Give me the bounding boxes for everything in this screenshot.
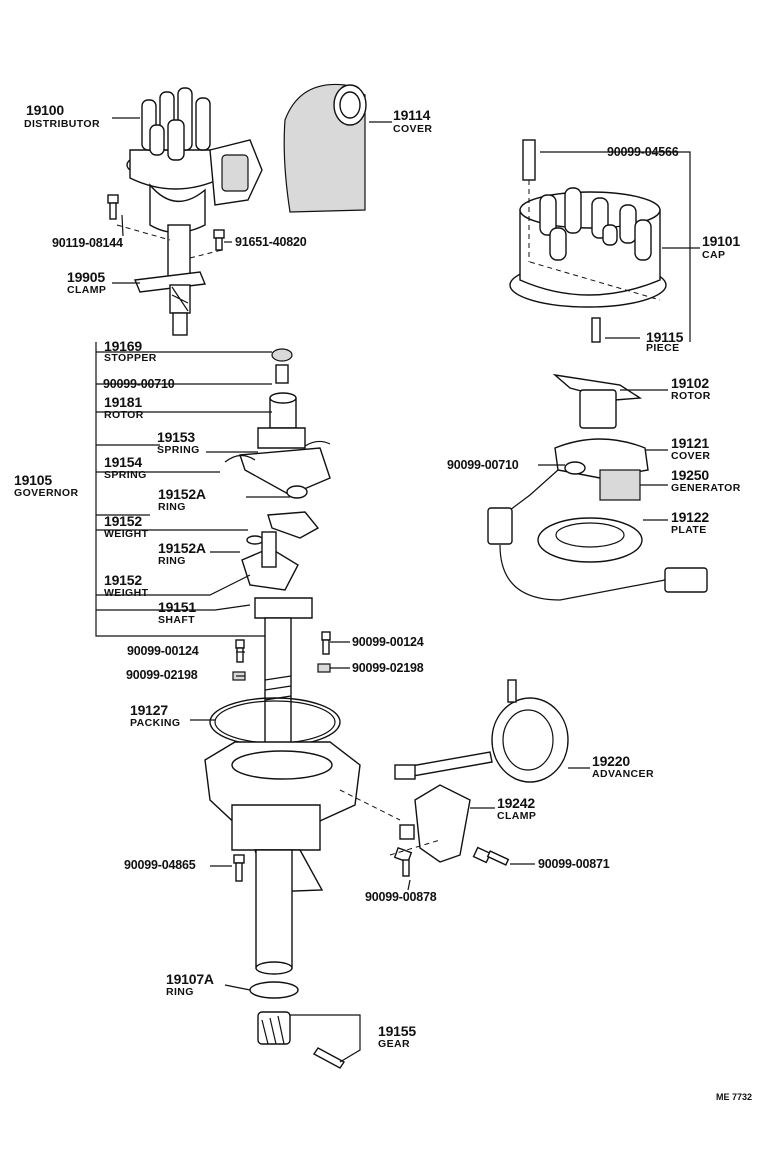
- label-19154-number: 19154: [104, 454, 142, 470]
- label-19153-number: 19153: [157, 429, 195, 445]
- housing-drawing: [204, 741, 361, 975]
- label-19100-name: DISTRIBUTOR: [24, 118, 100, 130]
- bolt-00878-drawing: [393, 847, 413, 877]
- gear-19155-drawing: [257, 1011, 346, 1069]
- label-90099-04566: 90099-04566: [607, 145, 679, 159]
- label-19242-number: 19242: [497, 795, 535, 811]
- label-19114-name: COVER: [393, 123, 433, 135]
- label-19105-number: 19105: [14, 472, 52, 488]
- label-19127-name: PACKING: [130, 717, 181, 729]
- label-19105-name: GOVERNOR: [14, 487, 79, 499]
- label-19107a-number: 19107A: [166, 971, 214, 987]
- label-90099-02198-right: 90099-02198: [352, 661, 424, 675]
- bolt-91651-drawing: [213, 229, 225, 251]
- leader-lines: [95, 117, 700, 1063]
- advancer-19220-drawing: [394, 679, 569, 783]
- label-19122-number: 19122: [671, 509, 709, 525]
- label-19169-number: 19169: [104, 338, 142, 354]
- cap-19101-drawing: [509, 139, 667, 343]
- bolt-90119-drawing: [107, 194, 119, 220]
- label-19152-name-a: WEIGHT: [104, 528, 149, 540]
- figure-code: ME 7732: [716, 1092, 753, 1102]
- label-19151-name: SHAFT: [158, 614, 195, 626]
- label-19152-number-a: 19152: [104, 513, 142, 529]
- cover-19114-drawing: [283, 83, 367, 213]
- label-90099-00124-left: 90099-00124: [127, 644, 199, 658]
- label-91651-40820: 91651-40820: [235, 235, 307, 249]
- label-19152a-name-b: RING: [158, 555, 186, 567]
- label-19155-name: GEAR: [378, 1038, 410, 1050]
- label-19115-name: PIECE: [646, 342, 680, 354]
- label-19181-name: ROTOR: [104, 409, 144, 421]
- cover-generator-drawing: [509, 438, 649, 511]
- label-19152a-number-b: 19152A: [158, 540, 206, 556]
- label-19152-name-b: WEIGHT: [104, 587, 149, 599]
- label-90099-00710-a: 90099-00710: [103, 377, 175, 391]
- label-19102-number: 19102: [671, 375, 709, 391]
- label-90119-08144: 90119-08144: [52, 236, 123, 250]
- label-19169-name: STOPPER: [104, 352, 157, 364]
- plate-19122-drawing: [487, 507, 708, 601]
- label-90099-02198-left: 90099-02198: [126, 668, 198, 682]
- label-19101-number: 19101: [702, 233, 740, 249]
- label-19101-name: CAP: [702, 249, 726, 261]
- label-19115-number: 19115: [646, 329, 684, 345]
- label-19242-name: CLAMP: [497, 810, 537, 822]
- label-90099-00710-b: 90099-00710: [447, 458, 519, 472]
- label-19107a-name: RING: [166, 986, 194, 998]
- label-19152-number-b: 19152: [104, 572, 142, 588]
- governor-stack-drawing: [224, 348, 331, 769]
- screws-90099-00124-drawing: [235, 631, 331, 663]
- label-19102-name: ROTOR: [671, 390, 711, 402]
- label-19121-number: 19121: [671, 435, 709, 451]
- label-90099-00878: 90099-00878: [365, 890, 437, 904]
- distributor-drawing: [126, 87, 263, 336]
- label-19151-number: 19151: [158, 599, 196, 615]
- label-19154-name: SPRING: [104, 469, 147, 481]
- label-19152a-number-a: 19152A: [158, 486, 206, 502]
- label-19100-number: 19100: [26, 102, 64, 118]
- label-19250-name: GENERATOR: [671, 482, 741, 494]
- label-19127-number: 19127: [130, 702, 168, 718]
- label-19181-number: 19181: [104, 394, 142, 410]
- label-19114-number: 19114: [393, 107, 431, 123]
- rotor-19102-drawing: [552, 373, 643, 429]
- label-19152a-name-a: RING: [158, 501, 186, 513]
- label-19153-name: SPRING: [157, 444, 200, 456]
- label-90099-04865: 90099-04865: [124, 858, 196, 872]
- label-90099-00871: 90099-00871: [538, 857, 610, 871]
- clamp-19242-drawing: [399, 784, 471, 863]
- label-19121-name: COVER: [671, 450, 711, 462]
- bolt-00871-drawing: [472, 846, 510, 866]
- label-19250-number: 19250: [671, 467, 709, 483]
- ring-19107a-drawing: [249, 981, 299, 999]
- label-19155-number: 19155: [378, 1023, 416, 1039]
- label-90099-00124-right: 90099-00124: [352, 635, 424, 649]
- bolt-04865-drawing: [233, 854, 245, 882]
- label-19220-number: 19220: [592, 753, 630, 769]
- label-19122-name: PLATE: [671, 524, 707, 536]
- label-19220-name: ADVANCER: [592, 768, 654, 780]
- label-19905-name: CLAMP: [67, 284, 107, 296]
- label-19905-number: 19905: [67, 269, 105, 285]
